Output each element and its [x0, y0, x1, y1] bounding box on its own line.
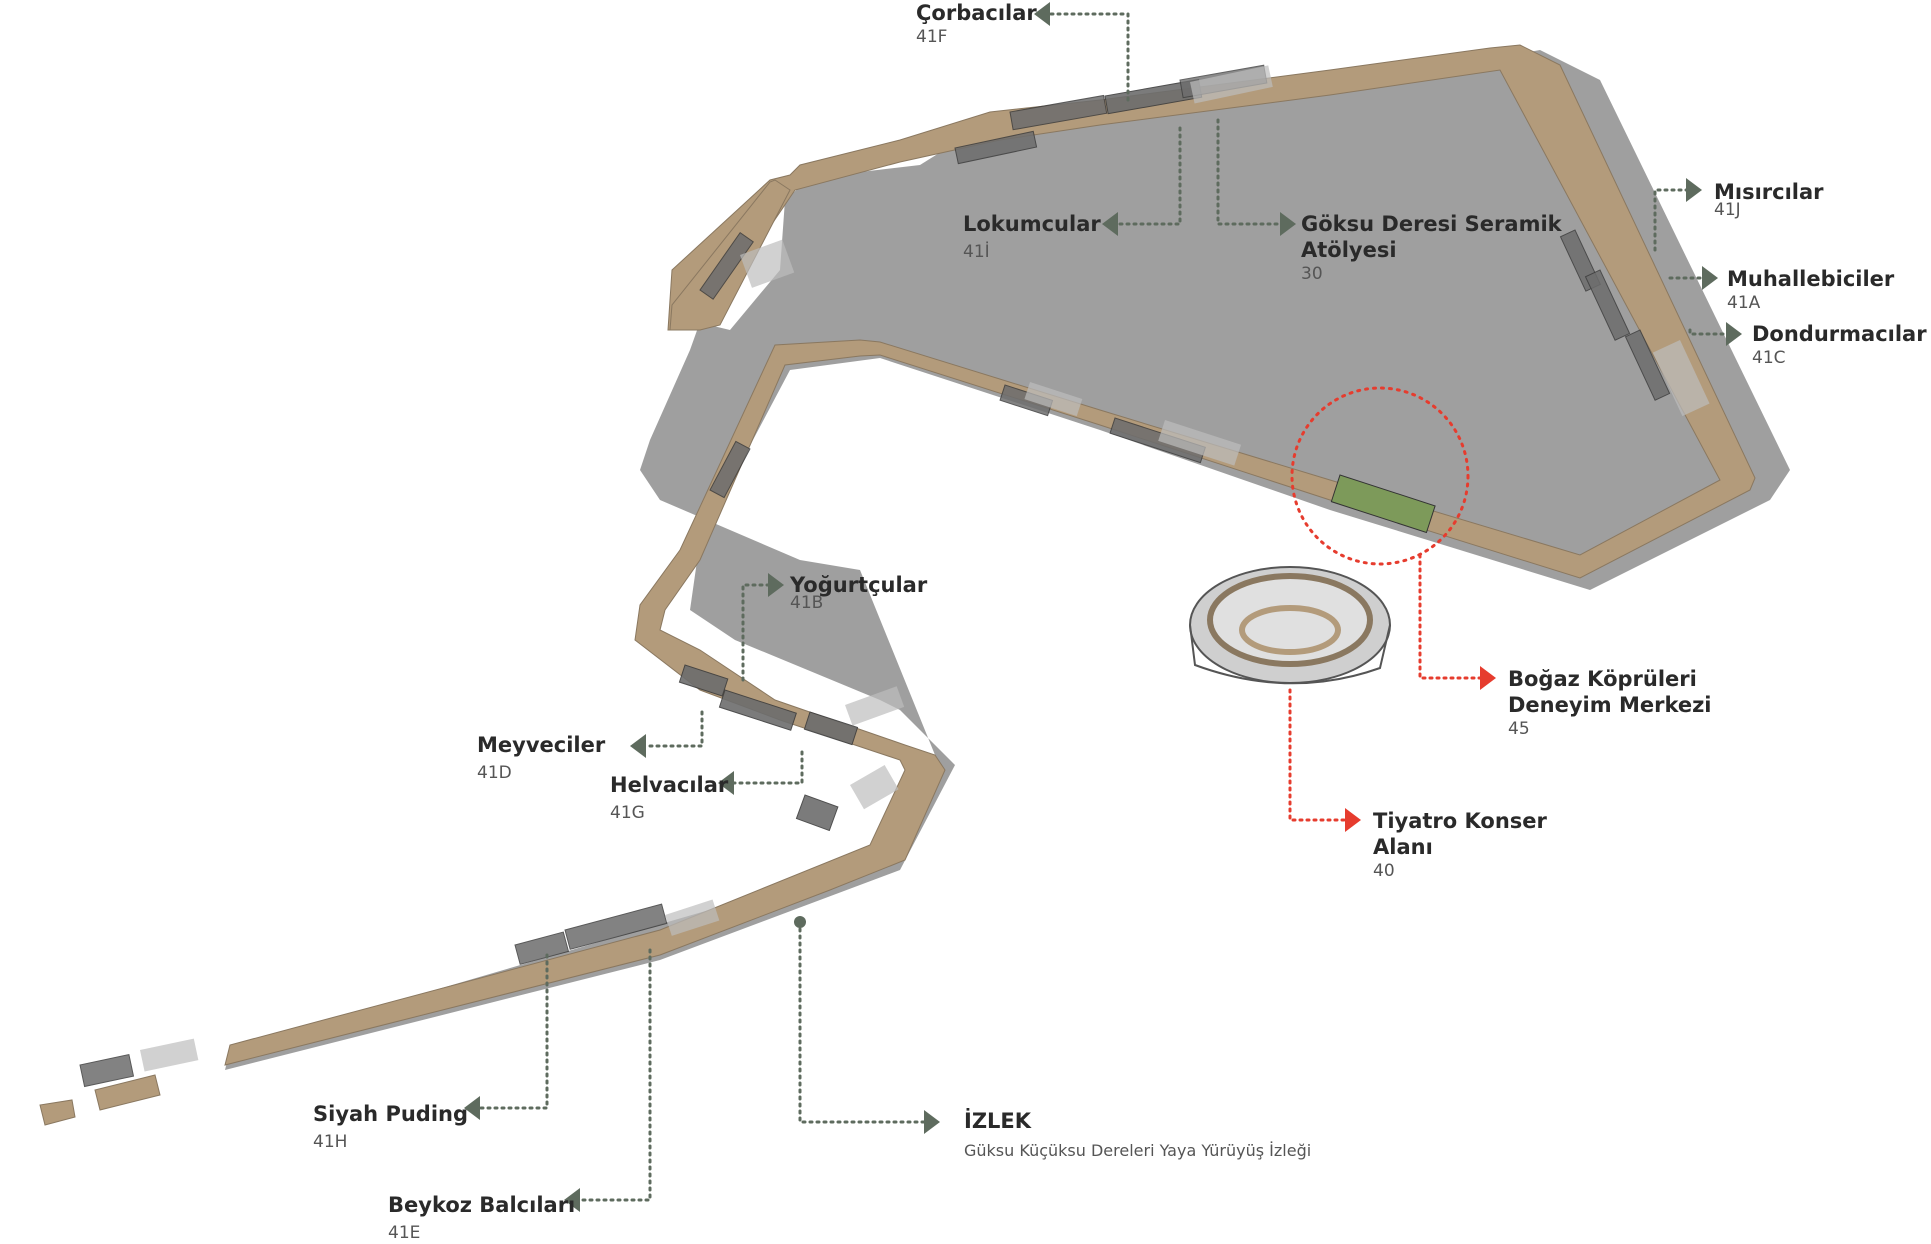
- label-lokumcular: Lokumcular 41İ: [963, 211, 1101, 263]
- stall: [1009, 94, 1108, 131]
- arrow-yogurtcular: [768, 573, 784, 597]
- label-title: Dondurmacılar: [1752, 322, 1927, 346]
- stall: [718, 689, 797, 731]
- leader-siyah: [476, 953, 549, 1110]
- label-title: Çorbacılar: [916, 1, 1037, 25]
- label-meyveciler: Meyveciler 41D: [477, 732, 605, 784]
- walkway-tail-fragment-2: [94, 1074, 161, 1111]
- arrow-siyah: [464, 1096, 480, 1120]
- label-description: Güksu Küçüksu Dereleri Yaya Yürüyüş İzle…: [964, 1141, 1312, 1160]
- arrow-goksu: [1280, 212, 1296, 236]
- label-code: 41F: [916, 27, 948, 47]
- label-code: 41G: [610, 803, 645, 823]
- label-code: 41B: [790, 593, 824, 613]
- leader-tiyatro: [1288, 688, 1347, 822]
- stall-shadows: [140, 65, 1710, 1072]
- stall: [79, 1054, 135, 1088]
- leader-bogaz: [1418, 553, 1482, 680]
- label-dondurmacilar: Dondurmacılar 41C: [1752, 321, 1927, 369]
- stall: [564, 903, 668, 950]
- label-title: Yoğurtçular: [790, 573, 928, 597]
- stall: [1584, 269, 1631, 341]
- label-code: 41E: [388, 1223, 421, 1243]
- stall: [803, 711, 859, 746]
- label-title: Helvacılar: [610, 773, 729, 797]
- arrow-lokumcular: [1102, 212, 1118, 236]
- amphitheatre: [1189, 566, 1391, 685]
- leader-arrows: [464, 2, 1742, 1212]
- leader-corbacilar: [1046, 12, 1130, 102]
- arrow-helvacilar: [718, 771, 734, 795]
- label-title: Meyveciler: [477, 733, 606, 757]
- label-code: 41A: [1727, 293, 1761, 313]
- label-title: Boğaz Köprüleri: [1508, 667, 1697, 691]
- label-title: Mısırcılar: [1714, 180, 1824, 204]
- leader-lines: [476, 12, 1730, 1202]
- stall: [678, 664, 729, 697]
- label-title: Lokumcular: [963, 212, 1101, 236]
- leader-izlek: [798, 920, 927, 1124]
- label-goksu: Göksu Deresi Seramik Atölyesi 30: [1301, 211, 1562, 285]
- arrow-misircilar: [1686, 178, 1702, 202]
- leader-beykoz: [576, 948, 652, 1202]
- stall: [1624, 329, 1671, 401]
- stall: [699, 231, 754, 300]
- label-code: 41D: [477, 763, 512, 783]
- leader-yogurtcular: [741, 583, 770, 682]
- label-title: Beykoz Balcıları: [388, 1193, 576, 1217]
- izlek-marker: [794, 916, 806, 928]
- leader-lines-red: [1288, 553, 1482, 822]
- leader-arrows-red: [1345, 666, 1496, 832]
- arrow-bogaz: [1480, 666, 1496, 690]
- label-title-line2: Atölyesi: [1301, 238, 1397, 262]
- stall: [954, 130, 1038, 165]
- stall: [795, 794, 839, 832]
- label-code: 41C: [1752, 348, 1786, 368]
- label-code: 41H: [313, 1132, 348, 1152]
- label-title-line2: Alanı: [1373, 835, 1433, 859]
- arrow-dondurmacilar: [1726, 322, 1742, 346]
- walkway-tail-fragment: [39, 1099, 76, 1126]
- stall: [514, 931, 570, 965]
- label-title: Muhallebiciler: [1727, 267, 1895, 291]
- arrow-corbacilar: [1034, 2, 1050, 26]
- leader-meyveciler: [643, 710, 704, 748]
- focus-circle: [1290, 386, 1470, 566]
- label-misircilar: Mısırcılar 41J: [1714, 179, 1824, 221]
- label-code: 45: [1508, 719, 1530, 739]
- label-code: 30: [1301, 264, 1323, 284]
- label-code: 41İ: [963, 242, 990, 262]
- label-title: Tiyatro Konser: [1373, 809, 1547, 833]
- label-muhallebiciler: Muhallebiciler 41A: [1727, 266, 1894, 314]
- arrow-muhallebiciler: [1702, 266, 1718, 290]
- label-title-line2: Deneyim Merkezi: [1508, 693, 1712, 717]
- label-tiyatro: Tiyatro Konser Alanı 40: [1373, 808, 1547, 882]
- label-title: Göksu Deresi Seramik: [1301, 212, 1562, 236]
- leader-goksu: [1216, 118, 1284, 226]
- label-code: 40: [1373, 861, 1395, 881]
- label-beykoz: Beykoz Balcıları 41E: [388, 1192, 575, 1244]
- leader-misircilar: [1653, 188, 1690, 252]
- walkway-surface: [224, 44, 1756, 1066]
- label-helvacilar: Helvacılar 41G: [610, 772, 728, 824]
- arrow-izlek: [924, 1110, 940, 1134]
- arrow-beykoz: [564, 1188, 580, 1212]
- walkway-side: [225, 50, 1790, 1070]
- experience-center-roof: [1330, 474, 1436, 534]
- label-yogurtcular: Yoğurtçular 41B: [790, 572, 927, 614]
- label-siyah: Siyah Puding 41H: [313, 1101, 468, 1153]
- leader-helvacilar: [730, 750, 804, 785]
- label-title: İZLEK: [964, 1109, 1032, 1133]
- stall: [709, 440, 751, 499]
- leader-dondurmacilar: [1688, 328, 1730, 336]
- label-title: Siyah Puding: [313, 1102, 468, 1126]
- label-code: 41J: [1714, 200, 1741, 220]
- label-corbacilar: Çorbacılar 41F: [916, 0, 1037, 48]
- arrow-tiyatro: [1345, 808, 1361, 832]
- label-bogaz: Boğaz Köprüleri Deneyim Merkezi 45: [1508, 666, 1712, 740]
- arrow-meyveciler: [630, 734, 646, 758]
- label-izlek: İZLEK Güksu Küçüksu Dereleri Yaya Yürüyü…: [964, 1108, 1311, 1162]
